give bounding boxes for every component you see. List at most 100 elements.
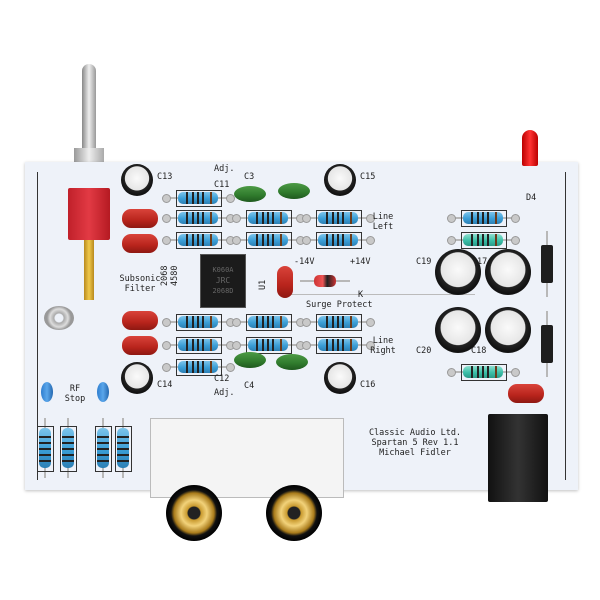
resistor	[318, 339, 358, 351]
electrolytic-capacitor	[121, 164, 153, 196]
solder-pad	[162, 341, 171, 350]
resistor-outline	[461, 210, 507, 227]
rca-housing	[150, 418, 344, 498]
label-k: K	[358, 290, 364, 300]
solder-pad	[511, 214, 520, 223]
resistor	[318, 212, 358, 224]
label-subsonic-2: Filter	[124, 284, 156, 294]
resistor-outline	[246, 232, 292, 249]
dc-power-jack[interactable]	[488, 414, 548, 502]
solder-pad	[162, 194, 171, 203]
label-c16: C16	[360, 380, 376, 390]
solder-pad	[232, 236, 241, 245]
electrolytic-capacitor	[485, 307, 531, 353]
solder-pad	[226, 363, 235, 372]
resistor	[463, 212, 503, 224]
solder-pad	[302, 318, 311, 327]
resistor	[318, 234, 358, 246]
label-c4: C4	[244, 381, 255, 391]
opamp-ic-u1: K060A JRC 2068D	[200, 254, 246, 308]
label-surge-protect: Surge Protect	[306, 300, 373, 310]
label-u1: U1	[258, 279, 268, 290]
label-c12: C12	[214, 374, 230, 384]
resistor-outline	[176, 359, 222, 376]
ground-plane-edge	[285, 294, 475, 295]
solder-pad	[366, 236, 375, 245]
ic-marking-2: JRC	[215, 276, 231, 285]
resistor-outline	[316, 314, 362, 331]
label-adj-bottom: Adj.	[214, 388, 235, 398]
label-c19: C19	[416, 257, 432, 267]
resistor	[178, 234, 218, 246]
credit-line-2: Spartan 5 Rev 1.1	[371, 438, 459, 448]
resistor-outline	[176, 232, 222, 249]
label-c13: C13	[157, 172, 173, 182]
label-c15: C15	[360, 172, 376, 182]
label-line-left-1: Line	[372, 212, 394, 222]
board-outline-left	[37, 172, 38, 480]
rectifier-diode	[541, 245, 553, 283]
label-c18: C18	[471, 346, 487, 356]
solder-pad	[511, 368, 520, 377]
label-subsonic-1: Subsonic	[119, 274, 161, 284]
label-d4: D4	[526, 193, 537, 203]
resistor-outline	[246, 337, 292, 354]
solder-pad	[366, 214, 375, 223]
resistor	[248, 234, 288, 246]
label-rf-stop-2: Stop	[64, 394, 86, 404]
solder-pad	[447, 214, 456, 223]
resistor-outline	[461, 232, 507, 249]
resistor	[178, 316, 218, 328]
board-outline-right	[565, 172, 566, 480]
resistor-outline	[316, 210, 362, 227]
polyester-capacitor	[276, 354, 308, 370]
ground-lug	[44, 306, 74, 330]
solder-pad	[232, 214, 241, 223]
polyester-capacitor	[234, 352, 266, 368]
resistor	[248, 212, 288, 224]
rca-jack-left[interactable]	[166, 485, 222, 541]
resistor-outline	[176, 314, 222, 331]
resistor-outline	[37, 426, 54, 472]
resistor	[463, 366, 503, 378]
label-line-left-2: Left	[372, 222, 394, 232]
resistor	[178, 192, 218, 204]
toggle-lever	[82, 64, 96, 154]
solder-pad	[302, 236, 311, 245]
resistor-outline	[316, 337, 362, 354]
solder-pad	[162, 236, 171, 245]
toggle-switch-body[interactable]	[68, 188, 110, 240]
ceramic-capacitor	[41, 382, 53, 402]
solder-pad	[302, 341, 311, 350]
label-minus14v: -14V	[294, 257, 315, 267]
label-c14: C14	[157, 380, 173, 390]
resistor-outline	[461, 364, 507, 381]
ceramic-capacitor	[97, 382, 109, 402]
resistor	[248, 316, 288, 328]
film-capacitor	[508, 384, 544, 403]
surge-protect-diode	[314, 275, 336, 287]
solder-pad	[366, 318, 375, 327]
solder-pad	[226, 194, 235, 203]
solder-pad	[447, 368, 456, 377]
rca-jack-right[interactable]	[266, 485, 322, 541]
resistor	[117, 428, 129, 468]
resistor	[178, 361, 218, 373]
polyester-capacitor	[278, 183, 310, 199]
label-rf-stop-1: RF	[69, 384, 81, 394]
resistor-outline	[246, 314, 292, 331]
resistor-outline	[115, 426, 132, 472]
solder-pad	[302, 214, 311, 223]
polyester-capacitor	[234, 186, 266, 202]
resistor	[97, 428, 109, 468]
label-opamp-2: 4580	[170, 265, 180, 286]
electrolytic-capacitor	[485, 249, 531, 295]
credit-line-3: Michael Fidler	[379, 448, 451, 458]
solder-pad	[232, 341, 241, 350]
label-c11: C11	[214, 180, 230, 190]
film-capacitor	[122, 311, 158, 330]
electrolytic-capacitor	[324, 164, 356, 196]
solder-pad	[511, 236, 520, 245]
resistor-outline	[176, 190, 222, 207]
